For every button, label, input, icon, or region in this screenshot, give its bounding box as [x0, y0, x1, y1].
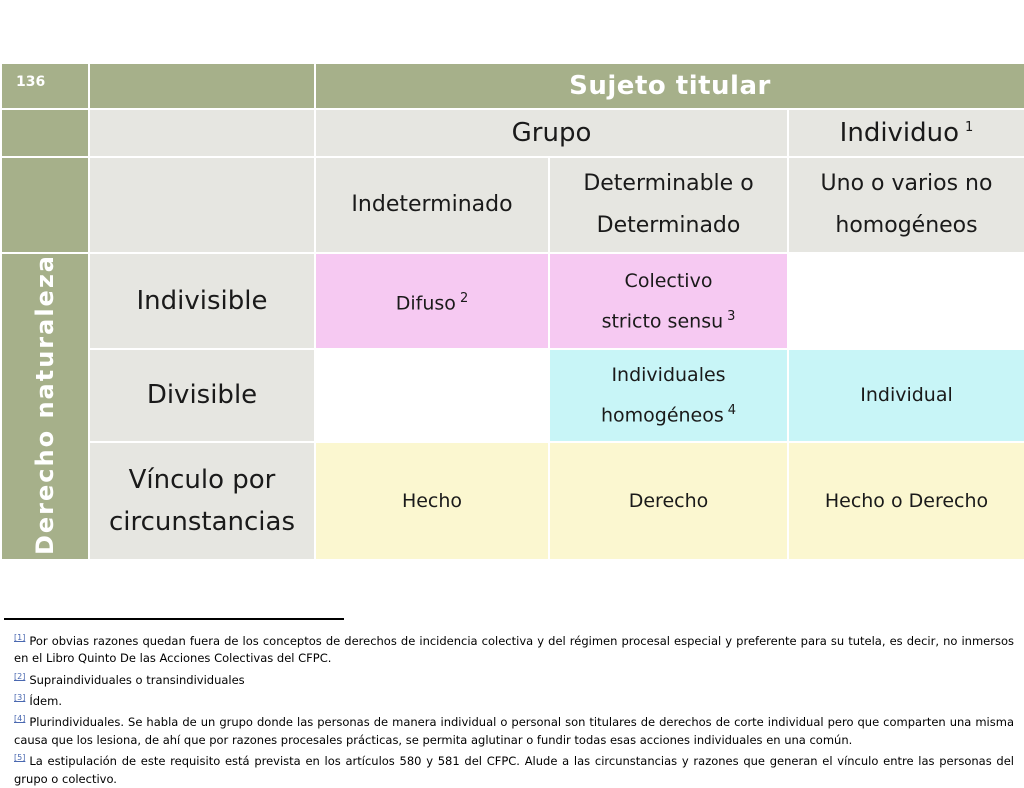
- footnote-2: [2]Supraindividuales o transindividuales: [14, 668, 1014, 689]
- group-label: Grupo: [314, 108, 789, 158]
- sub-uno-varios-line1: Uno o varios no: [820, 171, 993, 196]
- row-label-divisible: Divisible: [88, 347, 316, 444]
- individual-label-cell: Individuo 1: [786, 108, 1024, 158]
- footnote-ref-5[interactable]: [5]: [14, 753, 26, 763]
- cell-empty-divisible: [314, 347, 550, 444]
- classification-table: Sujeto titular Grupo Individuo 1 Indeterm…: [0, 62, 1024, 562]
- row-label-vinculo-cell: Vínculo por circunstancias: [88, 441, 316, 562]
- footnote-text-5: La estipulación de este requisito está p…: [14, 754, 1014, 786]
- sub-determinable-line2: Determinado: [596, 213, 741, 238]
- footnote-ref-2[interactable]: [2]: [14, 671, 26, 681]
- footnote-text-4: Plurindividuales. Se habla de un grupo d…: [14, 715, 1014, 747]
- cell-hecho-o-derecho: Hecho o Derecho: [786, 441, 1024, 562]
- blank-cell: [88, 108, 316, 158]
- ind-hom-line2: homogéneos: [600, 404, 724, 427]
- footnote-separator: [4, 618, 344, 620]
- sub-determinable-cell: Determinable o Determinado: [548, 156, 789, 254]
- difuso-footnote-marker: 2: [459, 290, 469, 306]
- footnote-text-2: Supraindividuales o transindividuales: [29, 672, 245, 687]
- page-number: 136: [16, 74, 46, 90]
- side-top-cell: [0, 108, 90, 158]
- cell-derecho: Derecho: [548, 441, 789, 562]
- footnotes: [1]Por obvias razones quedan fuera de lo…: [14, 629, 1014, 788]
- header-row: Sujeto titular: [0, 62, 1024, 110]
- footnote-ref-4[interactable]: [4]: [14, 714, 26, 724]
- sub-determinable-line1: Determinable o: [583, 171, 754, 196]
- corner-cell: [0, 62, 90, 110]
- sub-uno-varios-line2: homogéneos: [835, 213, 978, 238]
- footnote-4: [4]Plurindividuales. Se habla de un grup…: [14, 710, 1014, 749]
- individual-label: Individuo: [839, 118, 960, 148]
- vinculo-line2: circunstancias: [108, 507, 296, 538]
- ind-hom-line1: Individuales: [611, 364, 726, 387]
- footnote-3: [3]Ídem.: [14, 689, 1014, 710]
- header-blank-cell: [88, 62, 316, 110]
- colectivo-line1: Colectivo: [624, 269, 713, 292]
- colectivo-footnote-marker: 3: [727, 308, 736, 324]
- footnote-5: [5]La estipulación de este requisito est…: [14, 749, 1014, 788]
- cell-individual: Individual: [786, 347, 1024, 444]
- side-label: Derecho naturaleza: [31, 254, 59, 556]
- subheader-row: Indeterminado Determinable o Determinado…: [0, 156, 1024, 254]
- cell-hecho: Hecho: [314, 441, 550, 562]
- footnote-ref-1[interactable]: [1]: [14, 633, 26, 642]
- vinculo-line1: Vínculo por: [128, 465, 276, 496]
- footnote-text-1: Por obvias razones quedan fuera de los c…: [14, 633, 1014, 666]
- footnote-1: [1]Por obvias razones quedan fuera de lo…: [14, 629, 1014, 668]
- row-vinculo: Vínculo por circunstancias Hecho Derecho…: [1, 441, 1024, 562]
- footnote-ref-3[interactable]: [3]: [14, 693, 26, 703]
- cell-empty-indivisible: [786, 252, 1024, 350]
- blank-cell: [88, 156, 316, 254]
- side-label-cell: Derecho naturaleza: [0, 251, 90, 562]
- sub-uno-varios-cell: Uno o varios no homogéneos: [786, 156, 1024, 254]
- difuso-text: Difuso: [395, 291, 456, 314]
- side-mid-cell: [0, 156, 90, 254]
- sub-indeterminado: Indeterminado: [314, 156, 550, 254]
- header-title: Sujeto titular: [313, 62, 1024, 110]
- individual-footnote-marker: 1: [965, 120, 974, 136]
- footnote-text-3: Ídem.: [29, 693, 62, 708]
- colectivo-line2: stricto sensu: [601, 309, 724, 332]
- row-label-indivisible: Indivisible: [88, 252, 316, 350]
- group-row: Grupo Individuo 1: [0, 108, 1024, 158]
- ind-hom-footnote-marker: 4: [727, 403, 737, 419]
